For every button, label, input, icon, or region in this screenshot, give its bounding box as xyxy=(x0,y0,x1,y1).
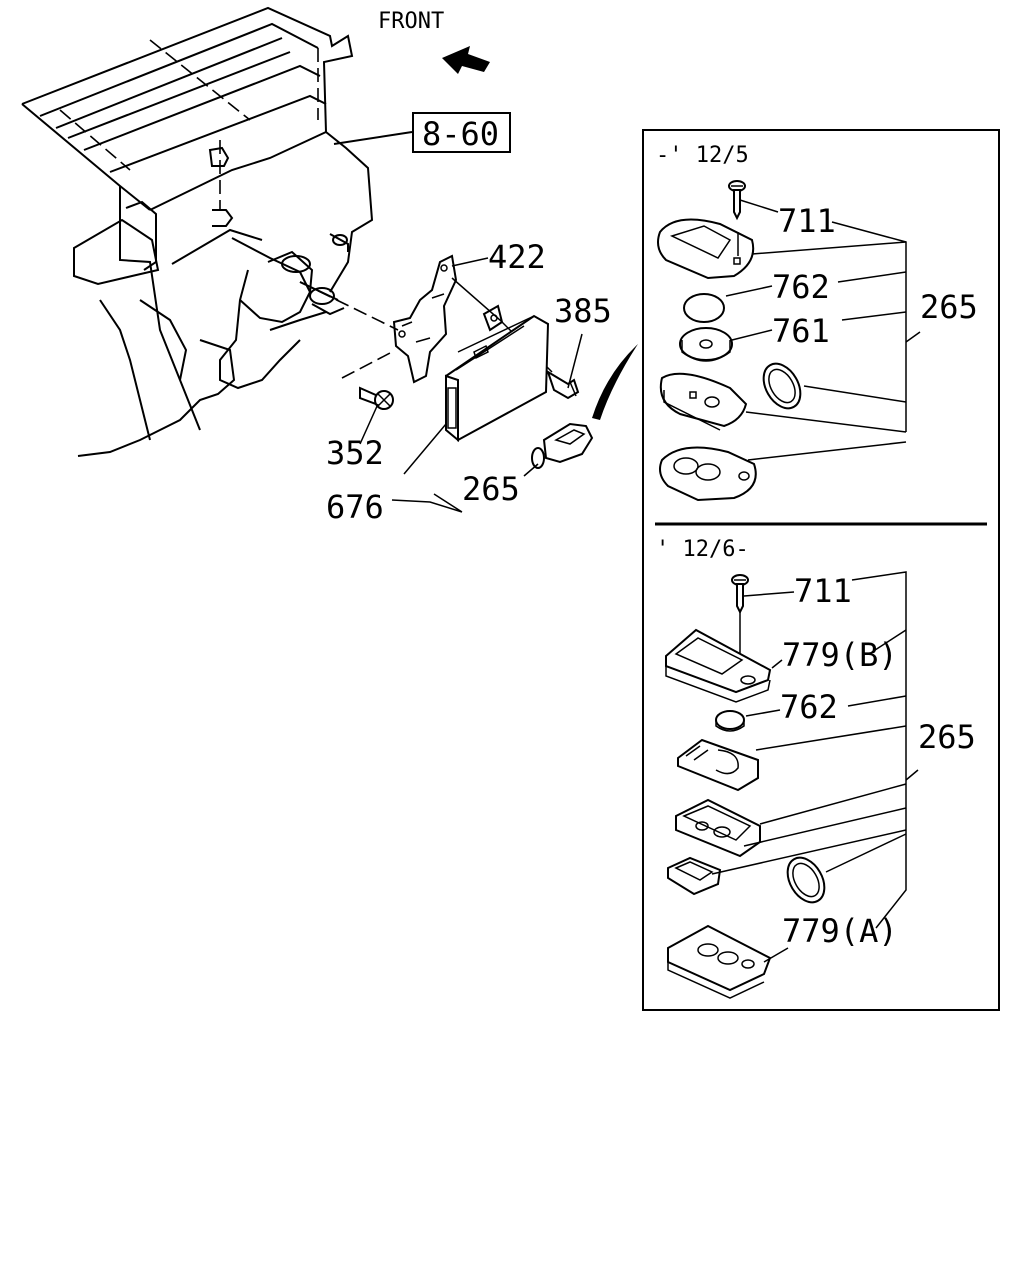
key-ring-top xyxy=(762,362,802,410)
range-label-bottom: ' 12/6- xyxy=(656,537,749,562)
battery-762-bottom xyxy=(715,710,745,732)
bracket-422 xyxy=(392,254,504,384)
front-label: FRONT xyxy=(378,9,444,34)
ref-box xyxy=(412,112,511,153)
callout-761: 761 xyxy=(772,312,830,350)
fob-top-cover xyxy=(657,218,755,280)
leader-761 xyxy=(731,329,773,341)
leader-779b xyxy=(771,659,783,669)
front-arrow-icon xyxy=(442,46,490,74)
callout-352: 352 xyxy=(326,434,384,472)
callout-762-bottom: 762 xyxy=(780,688,838,726)
callout-676: 676 xyxy=(326,488,384,526)
battery-762-top xyxy=(683,293,725,323)
bracket-guide-line xyxy=(299,281,399,331)
screw-guide-line xyxy=(341,351,393,379)
leader-711-top xyxy=(739,199,779,213)
leader-711-bottom xyxy=(743,591,795,597)
detail-pointer xyxy=(592,344,638,420)
leader-385 xyxy=(567,333,583,389)
fob-bottom-case-top xyxy=(659,446,757,502)
callout-385: 385 xyxy=(554,292,612,330)
screw-711-top xyxy=(728,180,746,221)
callout-265-main: 265 xyxy=(462,470,520,508)
leader-352 xyxy=(359,403,379,445)
callout-265-bottom: 265 xyxy=(918,718,976,756)
ref-box-label: 8-60 xyxy=(422,115,499,153)
fob-bottom-case-bottom xyxy=(667,924,772,999)
screw-711-bottom xyxy=(731,574,749,615)
screw-352 xyxy=(359,386,394,410)
callout-779b: 779(B) xyxy=(782,636,898,674)
bracket-265-bottom-arms xyxy=(711,629,919,875)
leader-779a xyxy=(763,947,789,963)
ref-leader-line xyxy=(333,131,413,145)
bracket-265-top-arms xyxy=(745,241,921,461)
callout-711-bottom: 711 xyxy=(794,572,852,610)
callout-422: 422 xyxy=(488,238,546,276)
range-label-top: -' 12/5 xyxy=(656,143,749,168)
leader-676 xyxy=(391,423,463,513)
key-fob xyxy=(531,422,594,469)
heater-unit xyxy=(21,6,374,457)
callout-265-top: 265 xyxy=(920,288,978,326)
callout-711-top: 711 xyxy=(778,202,836,240)
callout-779a: 779(A) xyxy=(782,912,898,950)
switch-pad-bottom xyxy=(667,856,722,896)
circuit-board-top xyxy=(659,372,748,431)
fob-top-cover-bottom xyxy=(665,628,772,703)
leader-762-bottom xyxy=(745,709,781,717)
leader-762-top xyxy=(725,285,773,297)
key-ring-bottom xyxy=(786,856,826,904)
battery-holder-bottom xyxy=(677,738,759,792)
leader-422 xyxy=(451,257,489,267)
bracket-265-bottom-spine xyxy=(851,571,907,929)
bolt-385 xyxy=(546,369,580,400)
control-module xyxy=(444,314,550,443)
leader-265-main xyxy=(523,463,539,477)
battery-holder-761 xyxy=(679,327,733,362)
callout-762-top: 762 xyxy=(772,268,830,306)
